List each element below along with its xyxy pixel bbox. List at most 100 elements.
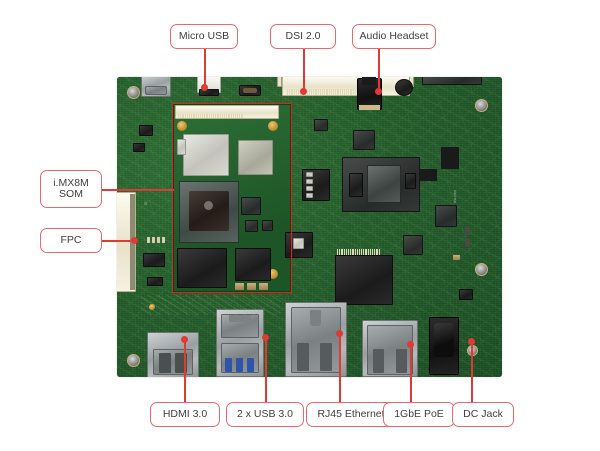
leader-line-usb <box>265 337 267 402</box>
right-ic-square <box>435 205 457 227</box>
left-ic-a <box>139 125 153 136</box>
mount-hole-bl <box>127 354 140 367</box>
silkscreen-j22: J22 <box>144 201 148 206</box>
callout-usb[interactable]: 2 x USB 3.0 <box>226 402 304 427</box>
usb-c-inner <box>145 86 167 95</box>
leader-dot-rj45 <box>336 330 343 337</box>
soc-die-lid <box>189 191 229 231</box>
dsi-latch-left <box>277 77 282 87</box>
leader-dot-dsi <box>300 88 307 95</box>
callout-imx8m-som-line1: i.MX8M <box>53 176 89 189</box>
som-pmic <box>241 197 261 215</box>
leader-line-fpc <box>100 240 135 242</box>
leader-dot-dc-jack <box>468 338 475 345</box>
wifi-shield-dot <box>293 238 304 249</box>
som-pad-tl <box>177 121 187 131</box>
rj45-latch-slot <box>310 310 321 326</box>
callout-audio-headset[interactable]: Audio Headset <box>352 24 436 49</box>
som-ic-small-a <box>245 220 258 232</box>
som-ic-small-b <box>262 220 273 231</box>
callout-hdmi[interactable]: HDMI 3.0 <box>150 402 220 427</box>
callout-dc-jack[interactable]: DC Jack <box>452 402 514 427</box>
som-pad-tr <box>268 121 278 131</box>
mount-hole-br <box>475 263 488 276</box>
callout-dsi[interactable]: DSI 2.0 <box>270 24 336 49</box>
round-inductor <box>395 79 413 96</box>
dip-sw-3 <box>306 186 313 191</box>
usb3-blue-insert-b <box>236 358 243 372</box>
hdmi-tongue-left <box>159 353 171 373</box>
leader-dot-hdmi <box>181 336 188 343</box>
callout-rj45[interactable]: RJ45 Ethernet <box>306 402 396 427</box>
som-highlight-rectangle <box>172 103 292 293</box>
leader-dot-usb <box>262 334 269 341</box>
bottom-trace-band <box>141 295 281 315</box>
dip-sw-1 <box>306 172 313 177</box>
usb3-blue-insert-a <box>225 358 232 372</box>
silkscreen-right: OSL/VCS <box>453 189 458 204</box>
leader-line-dc-jack <box>471 341 473 402</box>
som-pad-br <box>268 269 278 279</box>
leader-line-hdmi <box>184 339 186 402</box>
som-cap-b <box>247 283 256 290</box>
som-shield-small <box>177 139 186 155</box>
soc-logo-icon <box>204 201 213 210</box>
tqfp-controller <box>335 255 393 305</box>
som-cap-a <box>235 283 244 290</box>
leader-line-rj45 <box>339 333 341 402</box>
right-smd-a <box>465 227 470 235</box>
left-ic-b <box>133 143 145 152</box>
right-ic-b <box>403 235 423 255</box>
rj45-pin-block-right <box>320 343 332 371</box>
pin-header-2x3 <box>419 169 437 181</box>
right-ic-c <box>459 289 473 300</box>
audio-jack-pins <box>359 105 380 110</box>
left-via-a <box>149 304 155 310</box>
mount-hole-tl <box>127 86 140 99</box>
left-smd-d <box>162 237 165 243</box>
callout-micro-usb[interactable]: Micro USB <box>170 24 238 49</box>
leader-line-micro-usb <box>204 49 206 87</box>
left-ic-soic <box>143 253 165 267</box>
mid-ic-qfn <box>314 119 328 131</box>
dc-jack-barrel <box>434 323 454 357</box>
board-photo: J22 OSL/VCS <box>117 77 502 377</box>
dip-sw-4 <box>306 193 313 198</box>
som-cap-c <box>259 283 268 290</box>
leader-dot-poe <box>407 341 414 348</box>
som-ffc-pins <box>178 114 243 118</box>
micro-usb-shell <box>199 89 219 96</box>
usb3-blue-insert-c <box>247 358 254 372</box>
callout-fpc[interactable]: FPC <box>40 228 102 253</box>
switch-actuator <box>243 88 257 93</box>
leader-dot-audio <box>375 88 382 95</box>
poe-pin-block-right <box>396 349 407 373</box>
mount-hole-tr <box>475 99 488 112</box>
usb3-top-tongue <box>229 315 251 322</box>
right-smd-b <box>465 239 470 247</box>
callout-imx8m-som[interactable]: i.MX8M SOM <box>40 170 102 208</box>
callout-imx8m-som-line2: SOM <box>59 188 83 200</box>
ethernet-phy <box>353 130 375 150</box>
som-shield-metal <box>238 140 273 175</box>
leader-line-dsi <box>303 49 305 91</box>
leader-dot-fpc <box>131 237 138 244</box>
som-shield-white <box>183 134 229 176</box>
tqfp-pins-top <box>337 249 380 255</box>
left-ic-c <box>147 277 163 286</box>
poe-ic-2 <box>405 173 416 189</box>
callout-poe[interactable]: 1GbE PoE <box>383 402 455 427</box>
rj45-pin-block-left <box>297 343 309 371</box>
top-right-header <box>422 77 482 85</box>
audio-jack-barrel <box>362 77 376 85</box>
leader-line-som <box>100 189 174 191</box>
poe-pin-block-left <box>373 349 384 373</box>
memory-chip-left <box>177 248 227 288</box>
leader-line-audio <box>378 49 380 93</box>
left-smd-a <box>147 237 150 243</box>
poe-ic <box>349 173 363 197</box>
pin-header-2x4 <box>441 147 459 169</box>
left-smd-c <box>157 237 160 243</box>
memory-chip-right <box>235 248 271 281</box>
